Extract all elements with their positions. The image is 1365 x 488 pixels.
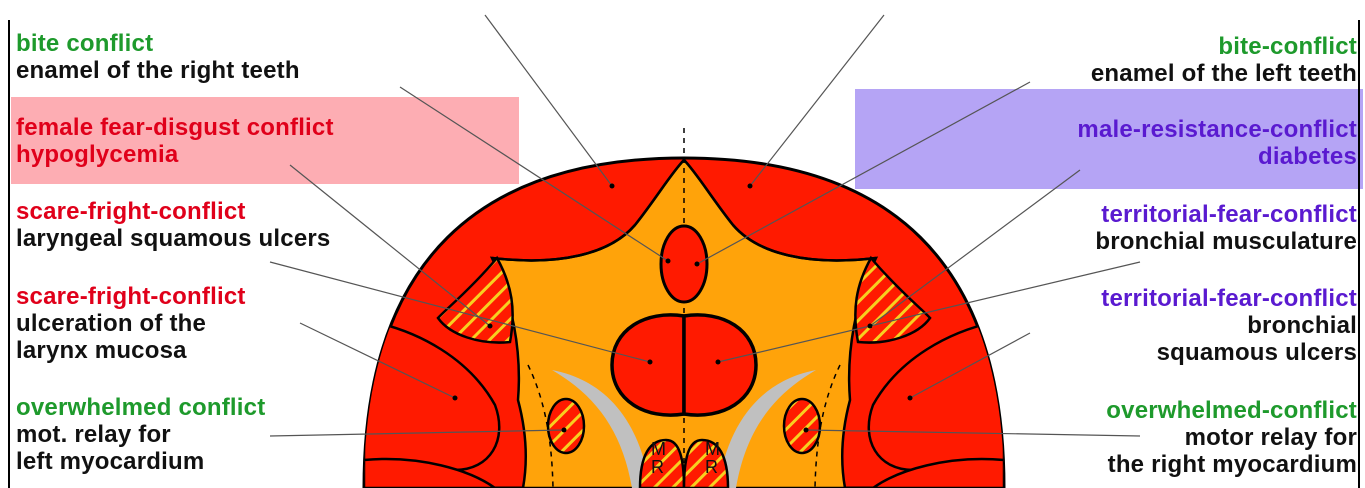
overwhelmed-left-organ-1: mot. relay for [16, 421, 265, 448]
bite-left-conflict: bite conflict [16, 30, 300, 57]
center-top-oval [661, 226, 707, 302]
overwhelmed-right-organ-2: the right myocardium [1106, 451, 1357, 478]
scare1-conflict: scare-fright-conflict [16, 198, 330, 225]
label-overwhelmed-right: overwhelmed-conflict motor relay for the… [1106, 397, 1357, 478]
label-bite-right: bite-conflict enamel of the left teeth [1091, 33, 1357, 87]
scare1-organ: laryngeal squamous ulcers [16, 225, 330, 252]
label-overwhelmed-left: overwhelmed conflict mot. relay for left… [16, 394, 265, 475]
scare2-organ-1: ulceration of the [16, 310, 246, 337]
label-scare1: scare-fright-conflict laryngeal squamous… [16, 198, 330, 252]
overwhelmed-left-conflict: overwhelmed conflict [16, 394, 265, 421]
label-territorial2: territorial-fear-conflict bronchial squa… [1101, 285, 1357, 366]
right-myocardium-relay [784, 399, 820, 453]
left-myocardium-relay [548, 399, 584, 453]
overwhelmed-right-conflict: overwhelmed-conflict [1106, 397, 1357, 424]
territorial1-conflict: territorial-fear-conflict [1095, 201, 1357, 228]
female-conflict: female fear-disgust conflict [16, 114, 334, 141]
territorial2-organ-2: squamous ulcers [1101, 339, 1357, 366]
scare2-organ-2: larynx mucosa [16, 337, 246, 364]
female-organ: hypoglycemia [16, 141, 334, 168]
scare2-conflict: scare-fright-conflict [16, 283, 246, 310]
male-organ: diabetes [1077, 143, 1357, 170]
territorial1-organ: bronchial musculature [1095, 228, 1357, 255]
bite-right-organ: enamel of the left teeth [1091, 60, 1357, 87]
label-scare2: scare-fright-conflict ulceration of the … [16, 283, 246, 364]
bite-right-conflict: bite-conflict [1091, 33, 1357, 60]
label-female: female fear-disgust conflict hypoglycemi… [16, 114, 334, 168]
male-conflict: male-resistance-conflict [1077, 116, 1357, 143]
overwhelmed-left-organ-2: left myocardium [16, 448, 265, 475]
overwhelmed-right-organ-1: motor relay for [1106, 424, 1357, 451]
territorial2-organ-1: bronchial [1101, 312, 1357, 339]
bite-left-organ: enamel of the right teeth [16, 57, 300, 84]
label-male: male-resistance-conflict diabetes [1077, 116, 1357, 170]
territorial2-conflict: territorial-fear-conflict [1101, 285, 1357, 312]
label-bite-left: bite conflict enamel of the right teeth [16, 30, 300, 84]
label-territorial1: territorial-fear-conflict bronchial musc… [1095, 201, 1357, 255]
